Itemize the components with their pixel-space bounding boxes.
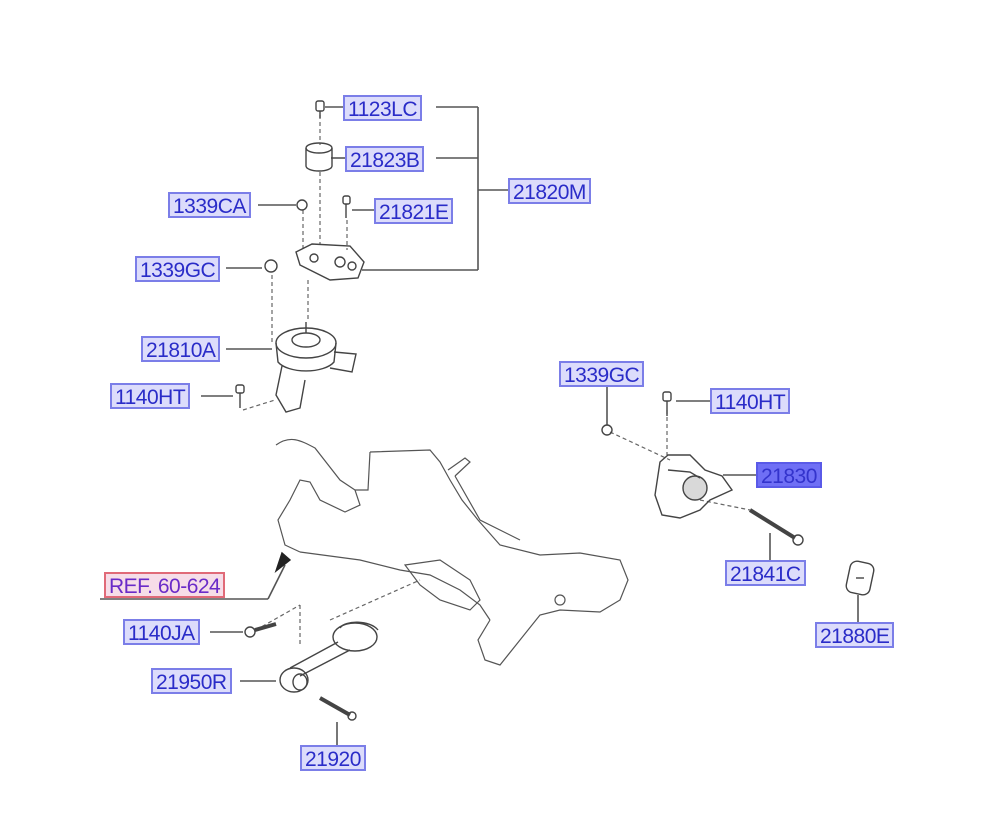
part-label-1339ca[interactable]: 1339CA	[168, 192, 251, 218]
nut-1339gc	[264, 259, 278, 273]
part-label-21821e[interactable]: 21821E	[374, 198, 454, 224]
part-label-1140ht[interactable]: 1140HT	[110, 383, 191, 409]
bolt-1140ht-right	[662, 391, 672, 416]
bolt-1123lc	[315, 100, 325, 118]
nut-1339gc-right	[601, 424, 613, 436]
mount-21830	[654, 454, 734, 519]
part-label-21810a[interactable]: 21810A	[141, 336, 221, 362]
alignment-dashes	[242, 115, 751, 645]
bushing-21823b	[305, 142, 333, 172]
ref-arrow	[274, 551, 292, 573]
reference-label-60-624[interactable]: REF. 60-624	[104, 572, 226, 598]
part-label-21920[interactable]: 21920	[300, 745, 366, 771]
subframe-ref-60-624	[275, 438, 629, 666]
part-label-1339gc-right[interactable]: 1339GC	[559, 361, 645, 387]
part-label-21880e[interactable]: 21880E	[815, 622, 895, 648]
roll-rod-21950r	[279, 621, 379, 693]
part-label-1339gc[interactable]: 1339GC	[135, 256, 221, 282]
leader-lines	[100, 106, 859, 745]
part-label-1140ht-right[interactable]: 1140HT	[710, 388, 791, 414]
bolt-21821e	[342, 195, 351, 218]
part-label-21950r[interactable]: 21950R	[151, 668, 232, 694]
bolt-21920	[319, 696, 357, 721]
bolt-1140ja	[244, 622, 277, 638]
part-label-21823b[interactable]: 21823B	[345, 146, 425, 172]
bolt-21841c	[748, 508, 804, 546]
nut-1339ca	[296, 199, 308, 211]
part-label-1140ja[interactable]: 1140JA	[123, 619, 200, 645]
part-label-21820m[interactable]: 21820M	[508, 178, 591, 204]
mount-21810a	[275, 322, 357, 413]
part-label-21841c[interactable]: 21841C	[725, 560, 806, 586]
part-label-1123lc[interactable]: 1123LC	[343, 95, 423, 121]
part-label-21830-selected[interactable]: 21830	[756, 462, 822, 488]
bracket-21820m	[295, 243, 365, 281]
plate-21880e	[845, 560, 875, 596]
bolt-1140ht-left	[235, 384, 245, 408]
